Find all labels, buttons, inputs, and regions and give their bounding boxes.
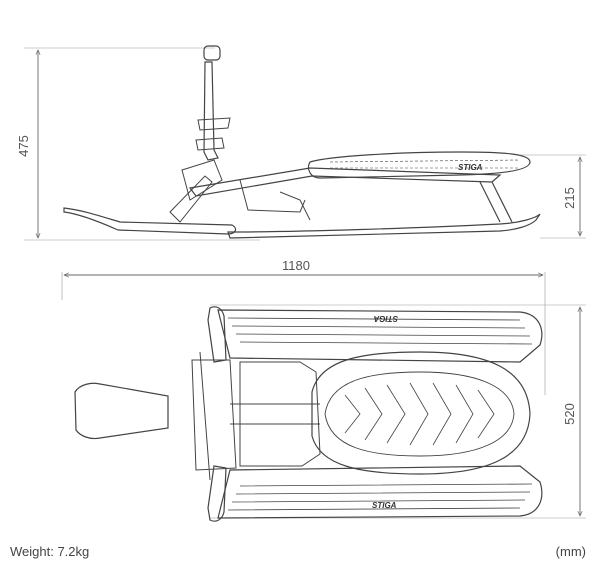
lower-ski-top: [217, 465, 543, 519]
brand-logo-top-lower: STIGA: [372, 501, 397, 510]
dimension-label-520: 520: [562, 403, 577, 425]
dimension-label-475: 475: [16, 135, 31, 157]
dimension-label-1180: 1180: [282, 258, 310, 273]
brand-logo-top-upper: STIGA: [373, 314, 398, 323]
steering-handle: [203, 45, 221, 61]
front-ski: [63, 207, 237, 235]
top-view: STIGA STIGA: [61, 272, 586, 522]
right-grip: [207, 465, 227, 522]
weight-label: Weight: 7.2kg: [10, 544, 90, 559]
side-view: STIGA: [24, 45, 586, 241]
upper-ski-top: [217, 309, 543, 363]
front-ski-top: [74, 382, 169, 440]
left-grip: [207, 306, 227, 363]
dimension-label-215: 215: [562, 187, 577, 209]
rear-ski: [227, 213, 541, 239]
seat: [307, 151, 531, 179]
units-label: (mm): [555, 544, 586, 559]
steering-column: [203, 61, 219, 161]
steering-assembly: [191, 359, 237, 471]
sled-frame: [188, 167, 502, 197]
brand-logo-side: STIGA: [458, 163, 483, 172]
seat-top: [311, 351, 531, 475]
